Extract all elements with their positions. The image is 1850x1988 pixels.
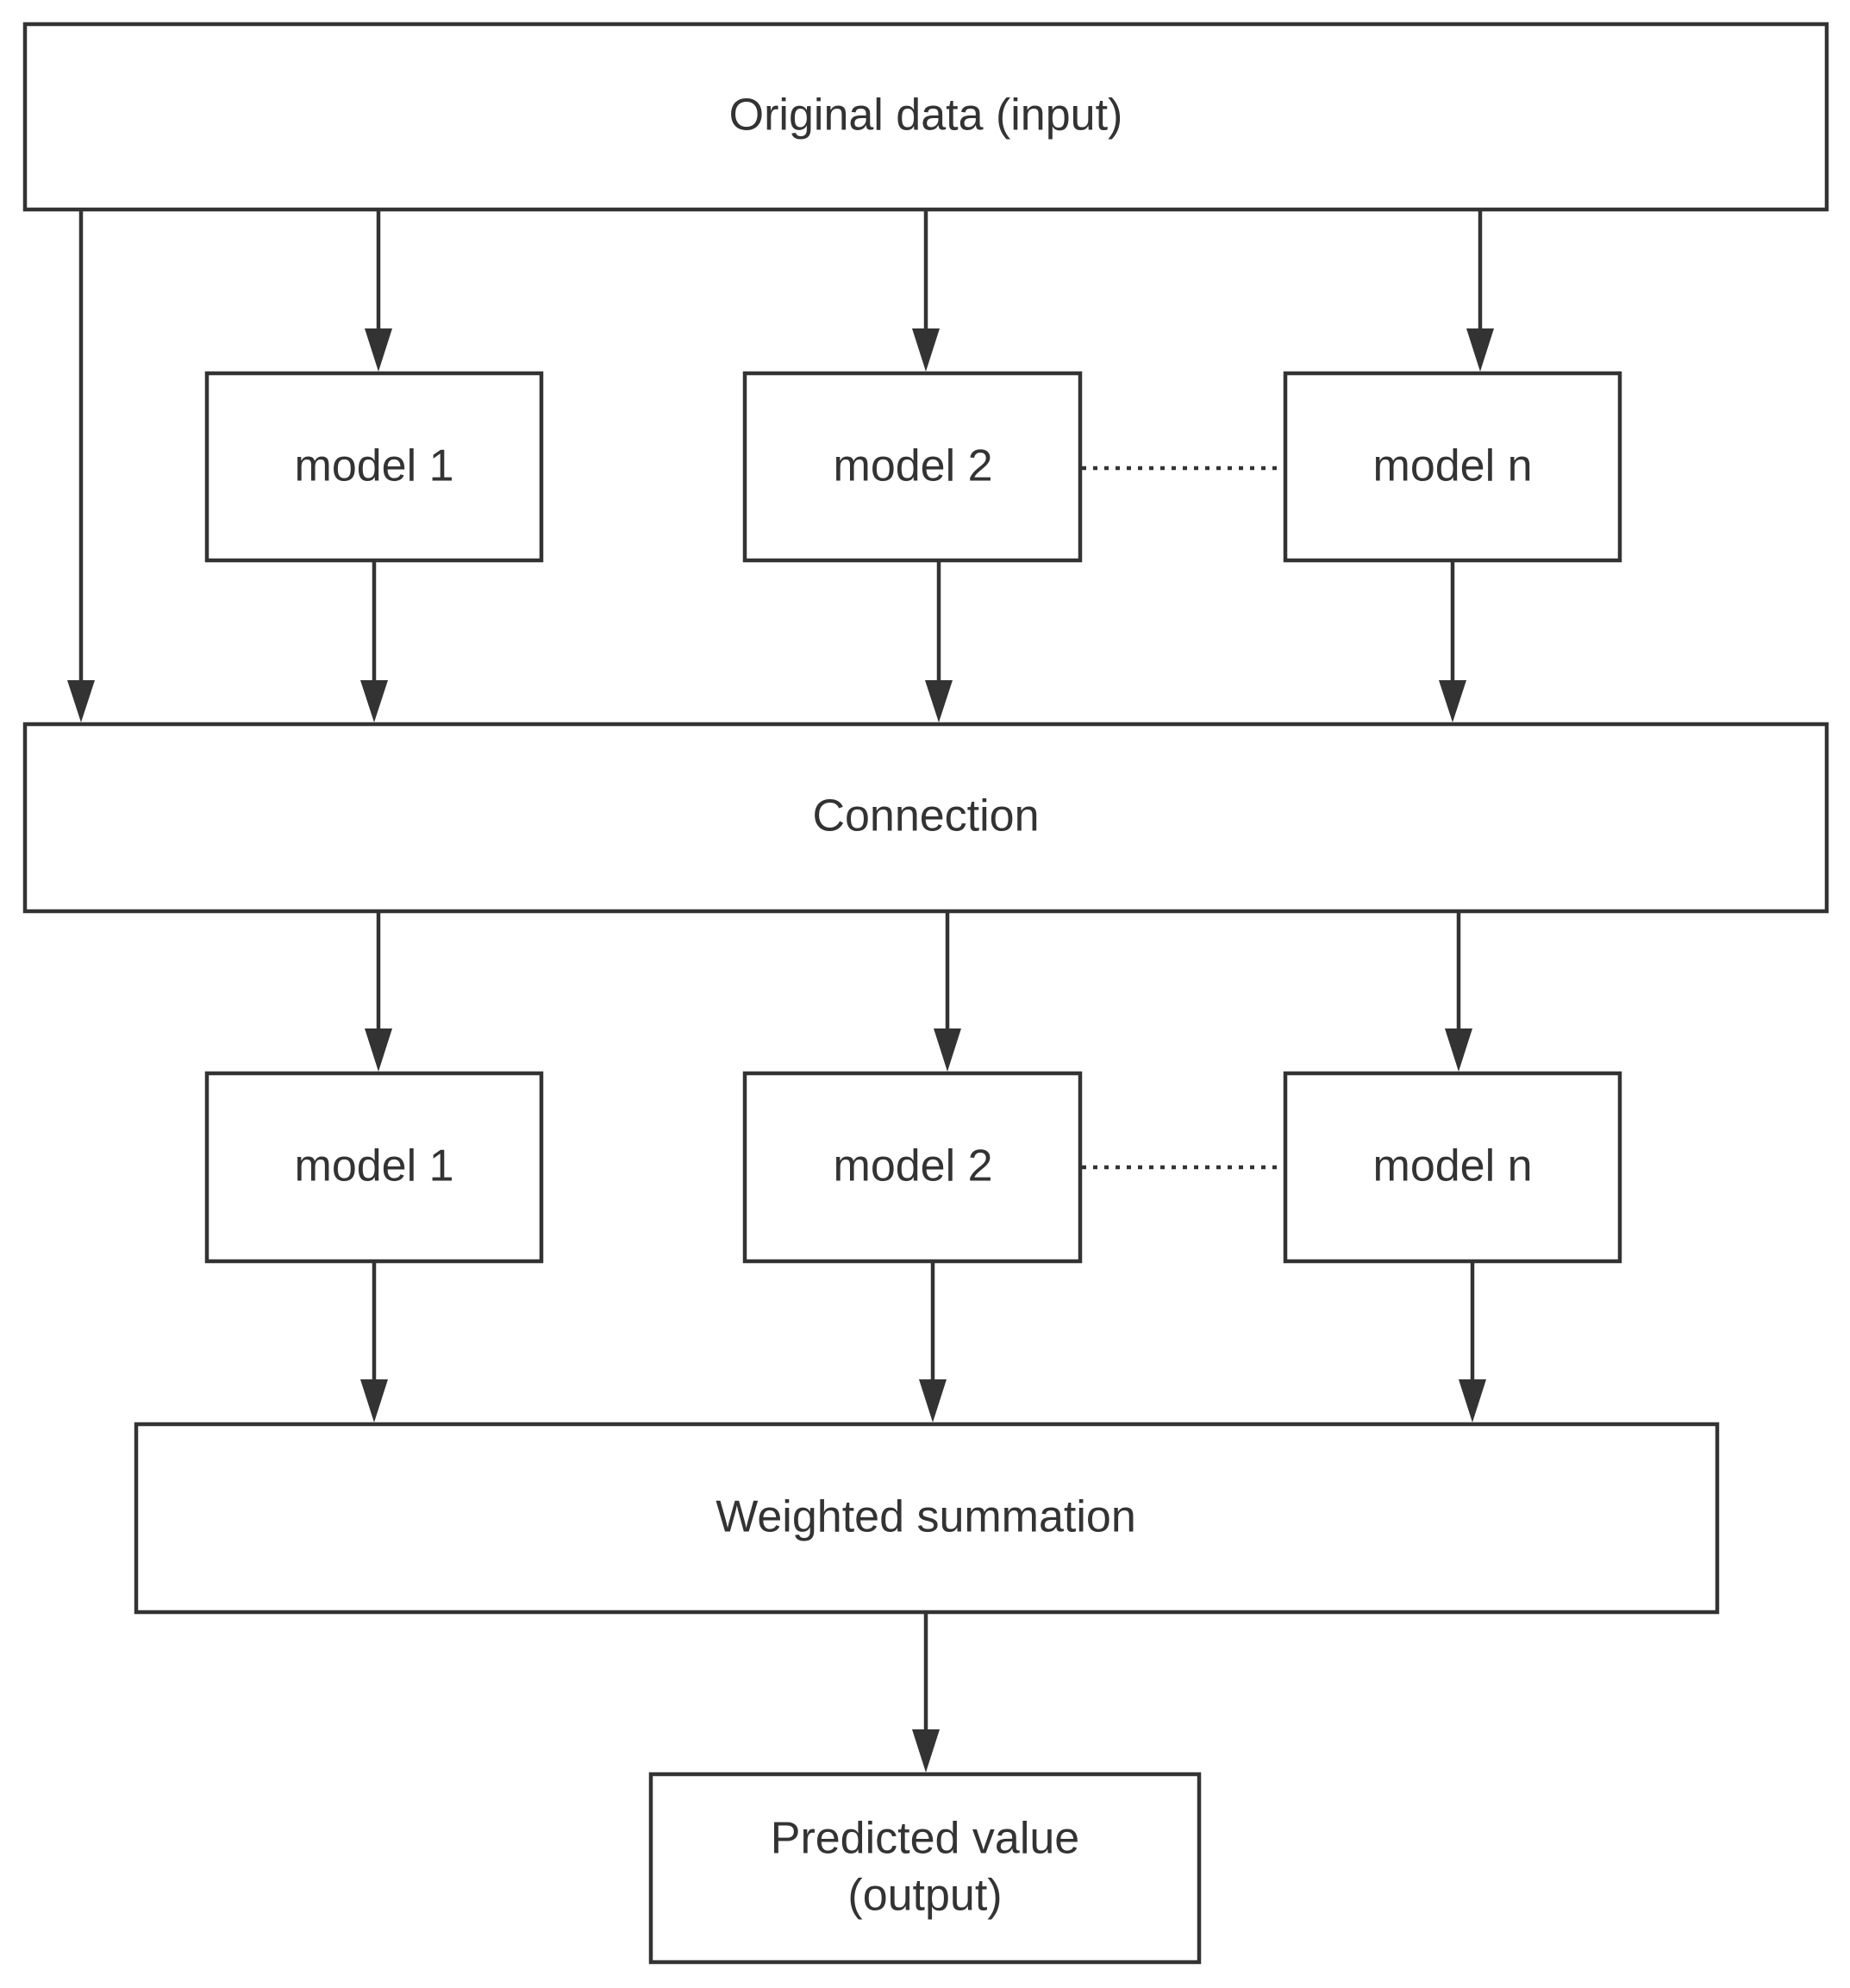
edge-model-2-top-to-connection — [925, 562, 953, 722]
edge-input-to-model-1-top — [365, 211, 392, 372]
model-2-bottom-label: model 2 — [834, 1141, 993, 1191]
model-n-top-label: model n — [1373, 441, 1533, 491]
connection-node: Connection — [22, 722, 1829, 914]
edge-model-2-bottom-to-weighted — [919, 1263, 947, 1422]
edge-model-1-top-to-connection — [360, 562, 388, 722]
edge-input-to-connection — [67, 211, 95, 722]
edge-input-to-model-n-top — [1466, 211, 1494, 372]
edge-weighted-to-output — [912, 1614, 940, 1772]
edge-input-to-model-2-top — [912, 211, 940, 372]
output-node: Predicted value (output) — [648, 1772, 1202, 1965]
model-1-top-node: model 1 — [204, 371, 544, 563]
edge-model-n-top-to-connection — [1439, 562, 1466, 722]
model-2-bottom-node: model 2 — [742, 1071, 1083, 1264]
weighted-summation-node: Weighted summation — [134, 1422, 1720, 1615]
model-n-bottom-node: model n — [1283, 1071, 1622, 1264]
weighted-summation-label: Weighted summation — [716, 1492, 1136, 1542]
model-2-top-node: model 2 — [742, 371, 1083, 563]
model-n-bottom-label: model n — [1373, 1141, 1533, 1191]
model-1-bottom-node: model 1 — [204, 1071, 544, 1264]
output-label-line-2: (output) — [847, 1871, 1002, 1921]
model-1-top-label: model 1 — [295, 441, 454, 491]
connection-node-label: Connection — [812, 791, 1039, 841]
model-n-top-node: model n — [1283, 371, 1622, 563]
model-1-bottom-label: model 1 — [295, 1141, 454, 1191]
input-node-label: Original data (input) — [729, 91, 1123, 141]
model-2-top-label: model 2 — [834, 441, 993, 491]
edge-connection-to-model-n-bottom — [1445, 913, 1472, 1072]
output-label-line-1: Predicted value — [771, 1814, 1079, 1864]
edge-model-1-bottom-to-weighted — [360, 1263, 388, 1422]
edge-connection-to-model-1-bottom — [365, 913, 392, 1072]
edge-model-n-bottom-to-weighted — [1459, 1263, 1486, 1422]
edge-connection-to-model-2-bottom — [934, 913, 961, 1072]
input-node: Original data (input) — [22, 22, 1829, 212]
